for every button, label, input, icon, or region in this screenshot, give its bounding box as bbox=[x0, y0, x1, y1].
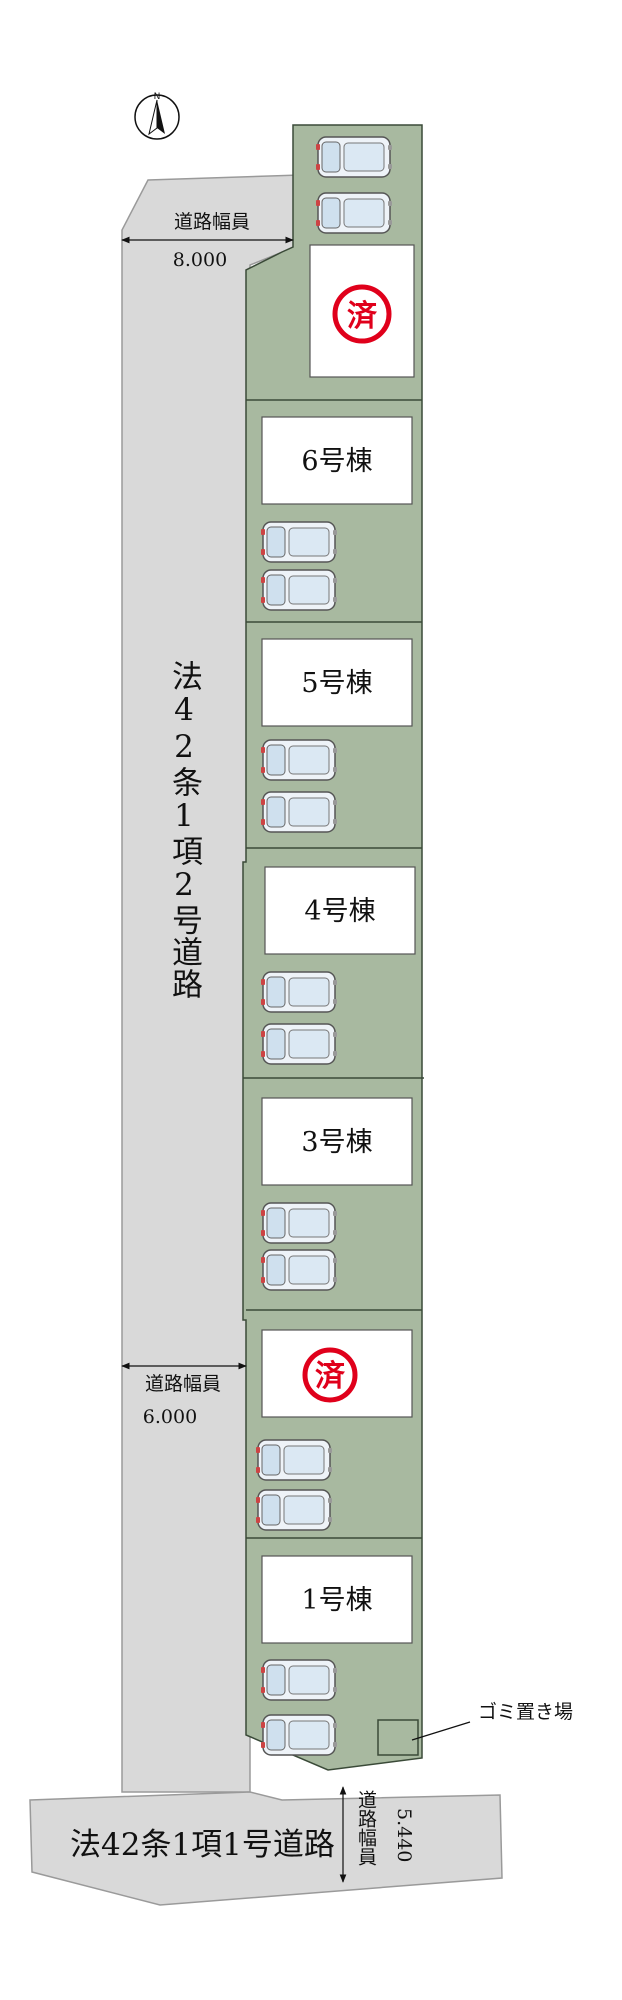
building-3 bbox=[261, 1097, 413, 1186]
lot-dividers bbox=[243, 399, 424, 1539]
sold-stamp-top-text: 済 bbox=[347, 299, 378, 334]
car-icon bbox=[260, 1249, 338, 1291]
car-icon bbox=[260, 1659, 338, 1701]
building-6 bbox=[261, 416, 413, 505]
car-icon bbox=[260, 1202, 338, 1244]
width-mid-label: 道路幅員 bbox=[145, 1373, 221, 1395]
car-icon bbox=[260, 971, 338, 1013]
width-bottom-value: 5.440 bbox=[393, 1808, 415, 1862]
car-icon bbox=[260, 1023, 338, 1065]
width-mid-value: 6.000 bbox=[143, 1406, 197, 1428]
building-4 bbox=[264, 866, 416, 955]
sold-stamp-top: 済 bbox=[332, 284, 392, 344]
car-icon bbox=[260, 739, 338, 781]
building-5-label: 5号棟 bbox=[301, 668, 372, 699]
sold-stamp-bottom: 済 bbox=[302, 1347, 358, 1403]
car-icon bbox=[255, 1439, 333, 1481]
garbage-area bbox=[377, 1719, 419, 1756]
building-3-label: 3号棟 bbox=[301, 1127, 372, 1158]
width-top-label: 道路幅員 bbox=[174, 211, 250, 233]
building-1 bbox=[261, 1555, 413, 1644]
north-compass-icon: N bbox=[134, 92, 180, 140]
width-top-value: 8.000 bbox=[173, 249, 227, 271]
width-bottom-label: 道路幅員 bbox=[355, 1790, 377, 1866]
car-icon bbox=[260, 569, 338, 611]
sold-stamp-bottom-text: 済 bbox=[315, 1359, 346, 1394]
side-road-label: 法42条1項2号道路 bbox=[166, 660, 203, 1000]
building-4-label: 4号棟 bbox=[304, 896, 375, 927]
car-icon bbox=[260, 791, 338, 833]
front-road-area bbox=[29, 1791, 503, 1906]
building-1-label: 1号棟 bbox=[301, 1585, 372, 1616]
building-5 bbox=[261, 638, 413, 727]
car-icon bbox=[260, 521, 338, 563]
car-icon bbox=[315, 192, 393, 234]
car-icon bbox=[315, 136, 393, 178]
compass-label: N bbox=[154, 92, 161, 102]
car-icon bbox=[255, 1489, 333, 1531]
car-icon bbox=[260, 1714, 338, 1756]
garbage-leader-line bbox=[411, 1721, 471, 1741]
front-road-label: 法42条1項1号道路 bbox=[70, 1827, 335, 1863]
garbage-label: ゴミ置き場 bbox=[478, 1701, 573, 1723]
building-6-label: 6号棟 bbox=[301, 446, 372, 477]
